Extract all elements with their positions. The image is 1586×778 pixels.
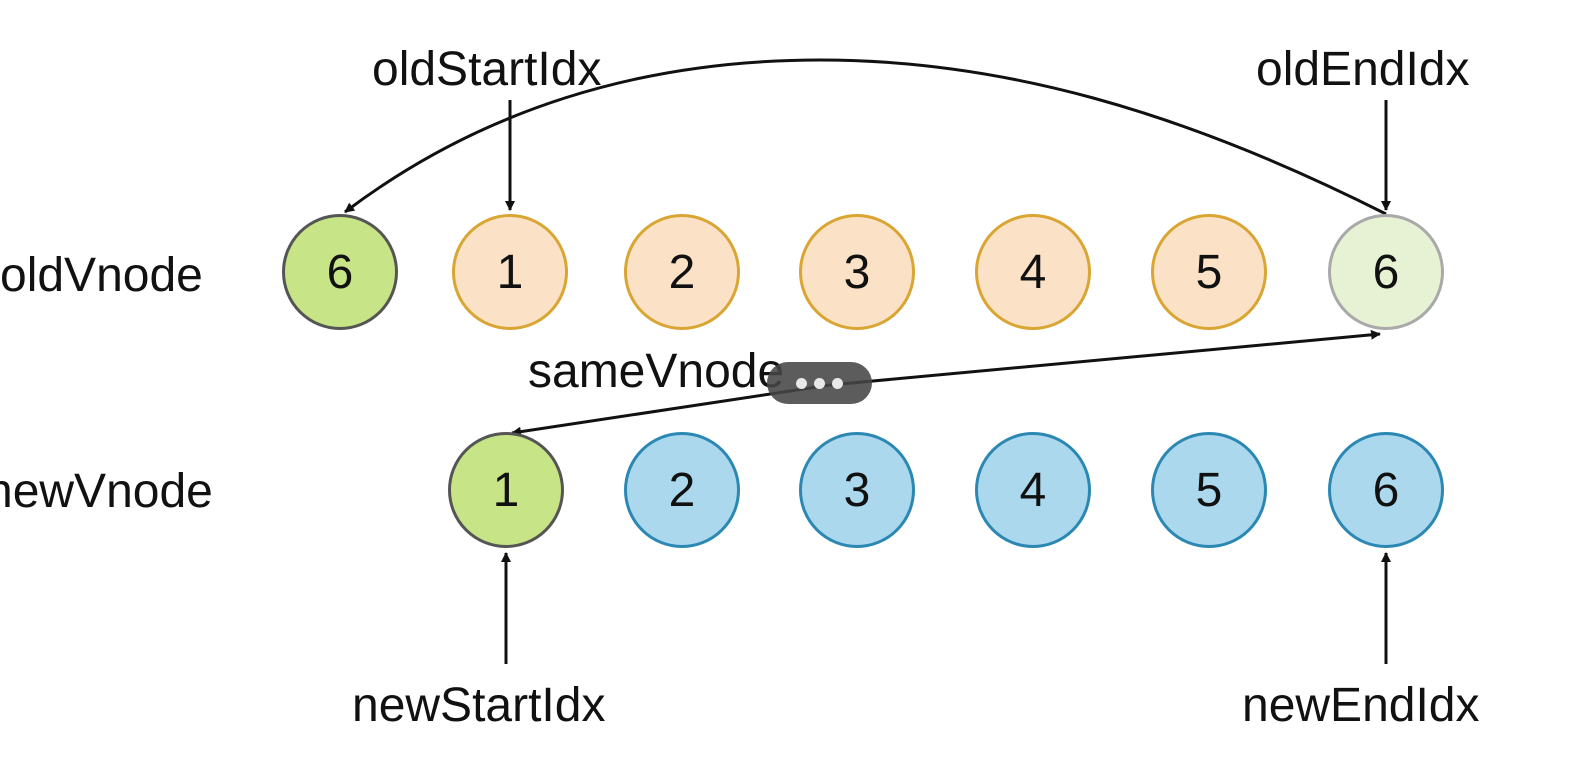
new-vnode: 3	[799, 432, 915, 548]
same-vnode-label: sameVnode	[528, 345, 785, 398]
more-horizontal-icon	[796, 377, 807, 389]
more-horizontal-icon-dot	[832, 377, 843, 389]
more-options-button[interactable]	[767, 362, 872, 404]
old-vnode-row-label: oldVnode	[0, 249, 203, 302]
new-start-idx-label: newStartIdx	[352, 679, 606, 732]
more-horizontal-icon-dot	[814, 377, 825, 389]
same-vnode-arrow-to-old	[829, 329, 1381, 387]
new-vnode-matched: 1	[448, 432, 564, 548]
new-vnode: 6	[1328, 432, 1444, 548]
old-vnode-moved: 6	[282, 214, 398, 330]
old-start-idx-label: oldStartIdx	[372, 43, 602, 96]
move-curve-arrow	[344, 58, 1387, 216]
new-vnode: 4	[975, 432, 1091, 548]
new-vnode-row-label: newVnode	[0, 465, 213, 518]
old-vnode: 4	[975, 214, 1091, 330]
old-vnode-end: 6	[1328, 214, 1444, 330]
new-end-idx-label: newEndIdx	[1242, 679, 1480, 732]
old-end-idx-label: oldEndIdx	[1256, 43, 1470, 96]
old-vnode: 2	[624, 214, 740, 330]
old-vnode: 3	[799, 214, 915, 330]
old-vnode: 5	[1151, 214, 1267, 330]
new-vnode: 2	[624, 432, 740, 548]
new-vnode: 5	[1151, 432, 1267, 548]
old-vnode: 1	[452, 214, 568, 330]
